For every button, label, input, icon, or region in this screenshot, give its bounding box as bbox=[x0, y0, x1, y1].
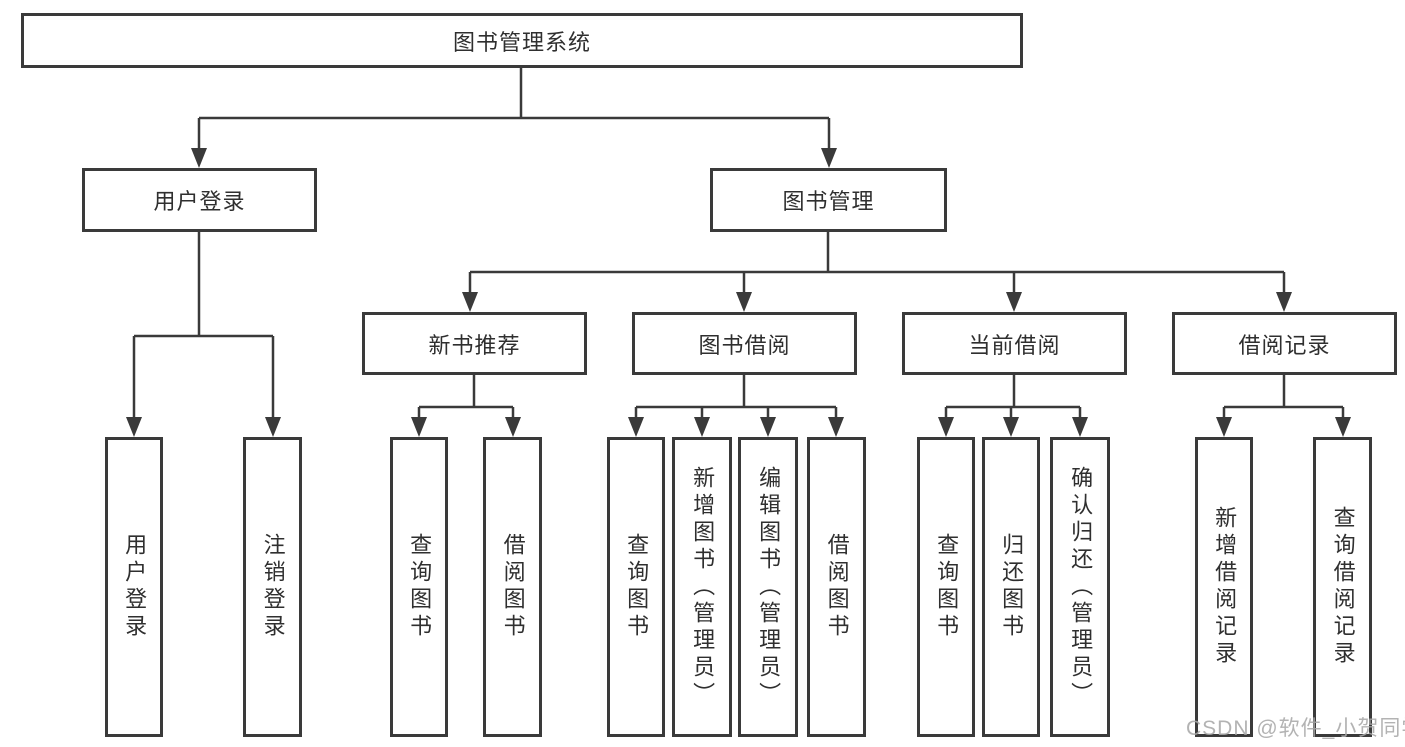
node-label: 新书推荐 bbox=[428, 332, 521, 358]
connector-arrowheads bbox=[126, 148, 1351, 437]
node-library-system: 图书管理系统 bbox=[21, 13, 1023, 68]
leaf-user-login: 用户登录 bbox=[105, 437, 163, 737]
leaf-add-borrow-record: 新增借阅记录 bbox=[1195, 437, 1253, 737]
leaf-return-books: 归还图书 bbox=[982, 437, 1040, 737]
leaf-label: 查询图书 bbox=[624, 533, 650, 641]
node-book-management: 图书管理 bbox=[710, 168, 947, 232]
leaf-query-borrow-record: 查询借阅记录 bbox=[1313, 437, 1372, 737]
leaf-label: 确认归还（管理员） bbox=[1068, 465, 1094, 709]
leaf-add-books-admin: 新增图书（管理员） bbox=[672, 437, 732, 737]
node-current-borrowing: 当前借阅 bbox=[902, 312, 1127, 375]
node-label: 图书管理系统 bbox=[452, 29, 591, 55]
leaf-label: 归还图书 bbox=[999, 533, 1025, 641]
node-user-login: 用户登录 bbox=[82, 168, 317, 232]
node-label: 当前借阅 bbox=[968, 332, 1061, 358]
leaf-borrow-books: 借阅图书 bbox=[807, 437, 866, 737]
leaf-label: 借阅图书 bbox=[500, 533, 526, 641]
node-borrow-records: 借阅记录 bbox=[1172, 312, 1397, 375]
node-new-book-recommend: 新书推荐 bbox=[362, 312, 587, 375]
leaf-label: 查询借阅记录 bbox=[1330, 506, 1356, 668]
node-label: 用户登录 bbox=[153, 189, 246, 214]
node-label: 图书管理 bbox=[782, 189, 875, 214]
leaf-confirm-return-admin: 确认归还（管理员） bbox=[1050, 437, 1110, 737]
leaf-query-books-current: 查询图书 bbox=[917, 437, 975, 737]
leaf-query-books-borrowing: 查询图书 bbox=[607, 437, 665, 737]
leaf-label: 新增图书（管理员） bbox=[690, 465, 716, 709]
leaf-label: 编辑图书（管理员） bbox=[756, 465, 782, 709]
leaf-label: 借阅图书 bbox=[824, 533, 850, 641]
leaf-edit-books-admin: 编辑图书（管理员） bbox=[738, 437, 798, 737]
leaf-label: 新增借阅记录 bbox=[1212, 506, 1238, 668]
leaf-label: 查询图书 bbox=[934, 533, 960, 641]
leaf-label: 用户登录 bbox=[122, 533, 148, 641]
leaf-label: 注销登录 bbox=[260, 533, 286, 641]
node-label: 图书借阅 bbox=[698, 332, 791, 358]
leaf-label: 查询图书 bbox=[407, 533, 433, 641]
leaf-query-books-recommend: 查询图书 bbox=[390, 437, 448, 737]
leaf-logout: 注销登录 bbox=[243, 437, 302, 737]
leaf-borrow-books-recommend: 借阅图书 bbox=[483, 437, 542, 737]
csdn-watermark: CSDN @软件_小贺同学 bbox=[1186, 717, 1405, 740]
node-book-borrowing: 图书借阅 bbox=[632, 312, 857, 375]
node-label: 借阅记录 bbox=[1238, 332, 1331, 358]
